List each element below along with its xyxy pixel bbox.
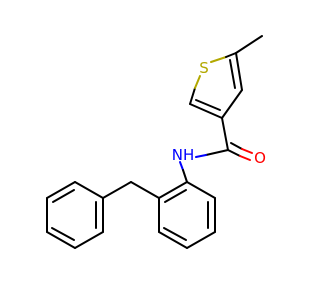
bond-carbonyl-o-red [239, 155, 251, 161]
phenyl-ring [46, 181, 104, 249]
atom-nitrogen-label: NH [172, 146, 195, 164]
ring3-bond-5-inner [52, 189, 75, 203]
bond-n-aryl [182, 169, 188, 183]
bond-carbonyl-n-blue [195, 154, 207, 158]
ring2-bond-6-inner [164, 189, 187, 203]
bond-carbonyl-o [227, 149, 241, 157]
ring3-bond-2 [74, 231, 104, 249]
bond-c3-c2-inner [195, 99, 221, 111]
ring2-bond-6 [158, 181, 188, 199]
bond-c4-c3 [221, 89, 243, 119]
bond-c5-c4-inner [229, 59, 236, 89]
bond-carbonyl-o-inner-red [241, 148, 253, 154]
bond-c2-s-b [194, 75, 201, 89]
ring2-bond-1 [186, 181, 216, 199]
atom-oxygen-label: O [254, 149, 266, 167]
bond-c2-s [189, 87, 196, 105]
bond-ch2-phenyl [102, 181, 132, 199]
bond-ring-ch2 [130, 181, 160, 199]
ring3-bond-6 [74, 181, 104, 199]
bond-s-c5 [210, 56, 227, 63]
bond-n-aryl-blue [179, 161, 184, 171]
thiophene-ring [189, 35, 263, 119]
bond-s-c5-b [225, 52, 237, 58]
bond-carbonyl-o-inner [230, 142, 243, 150]
bond-c3-c2 [189, 103, 223, 119]
bond-c3-carbonyl [221, 117, 229, 151]
ring2-bond-4 [158, 231, 188, 249]
bond-carbonyl-n [205, 149, 229, 156]
ring3-bond-5 [46, 181, 76, 199]
ring2-bond-3 [186, 231, 216, 249]
ring2-bond-4-inner [163, 227, 187, 241]
bond-c5-c4 [235, 52, 243, 91]
amide-group [179, 117, 253, 183]
atom-sulfur-label: S [199, 59, 209, 77]
anilide-ring [158, 181, 216, 249]
bond-c5-methyl [235, 35, 263, 54]
ring3-bond-3-inner [51, 227, 75, 241]
ring3-bond-3 [46, 231, 76, 249]
molecule-structure: S O NH [46, 35, 266, 249]
